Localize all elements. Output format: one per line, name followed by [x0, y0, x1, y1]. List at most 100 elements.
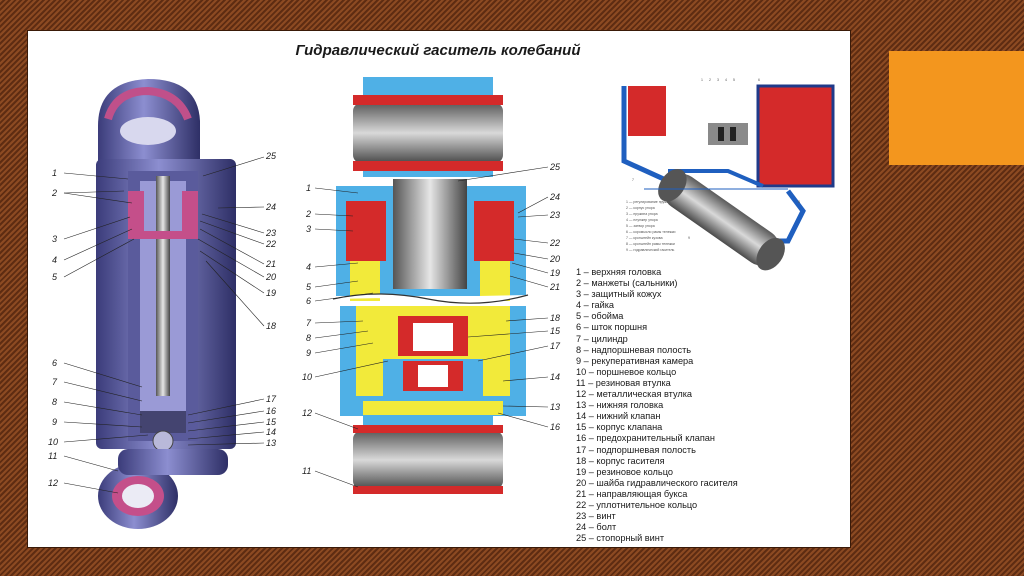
callout-center-8: 8 [306, 333, 311, 343]
legend-item: 15 – корпус клапана [576, 422, 663, 433]
legend-item: 3 – защитный кожух [576, 289, 662, 300]
legend-item: 10 – поршневое кольцо [576, 366, 677, 377]
inset-legend-1: 1 — регулирование пружин [626, 200, 671, 204]
inset-callout-8: 8 [798, 200, 800, 204]
legend-item: 24 – болт [576, 522, 617, 533]
callout-left-21: 21 [265, 259, 276, 269]
legend-item: 12 – металлическая втулка [576, 389, 693, 400]
legend-item: 7 – цилиндр [576, 333, 628, 344]
parts-legend: 1 – верхняя головка 2 – манжеты (сальник… [576, 267, 738, 544]
orange-accent-block [889, 51, 1024, 165]
left-callout-numbers: 1 2 3 4 5 6 7 8 9 10 11 12 25 24 23 22 2… [48, 151, 277, 488]
inset-callout-7: 7 [632, 178, 634, 182]
legend-item: 16 – предохранительный клапан [576, 433, 715, 444]
callout-left-18: 18 [266, 321, 276, 331]
callout-left-15: 15 [266, 417, 277, 427]
callout-center-4: 4 [306, 262, 311, 272]
callout-center-10: 10 [302, 372, 312, 382]
callout-center-16: 16 [550, 422, 560, 432]
callout-left-23: 23 [265, 228, 276, 238]
callout-center-2: 2 [305, 209, 311, 219]
callout-left-25: 25 [265, 151, 277, 161]
legend-item: 5 – обойма [576, 311, 624, 322]
legend-item: 25 – стопорный винт [576, 533, 665, 544]
inset-legend-2: 2 — корпус упора [626, 206, 655, 210]
callout-center-23: 23 [549, 210, 560, 220]
callout-left-9: 9 [52, 417, 57, 427]
legend-item: 2 – манжеты (сальники) [576, 278, 678, 289]
left-cutaway-damper [96, 79, 236, 529]
legend-item: 13 – нижняя головка [576, 400, 664, 411]
callout-center-19: 19 [550, 268, 560, 278]
callout-left-17: 17 [266, 394, 277, 404]
legend-item: 11 – резиновая втулка [576, 377, 671, 388]
callout-left-4: 4 [52, 255, 57, 265]
inset-legend-3: 3 — пружина упора [626, 212, 658, 216]
callout-center-12: 12 [302, 408, 312, 418]
callout-center-13: 13 [550, 402, 560, 412]
legend-item: 21 – направляющая букса [576, 488, 688, 499]
callout-left-13: 13 [266, 438, 276, 448]
callout-left-5: 5 [52, 272, 58, 282]
legend-item: 1 – верхняя головка [576, 267, 662, 277]
slide-panel: Гидравлический гаситель колебаний [27, 30, 851, 548]
legend-item: 22 – уплотнительное кольцо [576, 499, 698, 510]
callout-left-20: 20 [265, 272, 276, 282]
inset-legend-6: 6 — коромысло рамы тележки [626, 230, 675, 234]
inset-callout-9: 9 [688, 236, 690, 240]
legend-item: 6 – шток поршня [576, 322, 648, 333]
callout-center-15: 15 [550, 326, 561, 336]
inset-legend-5: 5 — затвор упора [626, 224, 655, 228]
callout-left-2: 2 [51, 188, 57, 198]
inset-legend-7: 7 — кронштейн кузова [626, 236, 663, 240]
left-callout-lines [63, 156, 265, 494]
callout-left-24: 24 [265, 202, 276, 212]
inset-callout-numbers: 1 2 3 4 5 6 7 8 9 [632, 78, 800, 240]
callout-center-21: 21 [549, 282, 560, 292]
callout-center-24: 24 [549, 192, 560, 202]
inset-legend-8: 8 — кронштейн рамы тележки [626, 242, 675, 246]
inset-callout-1: 1 [701, 78, 703, 82]
callout-center-3: 3 [306, 224, 311, 234]
legend-item: 4 – гайка [576, 300, 615, 311]
callout-left-1: 1 [52, 168, 57, 178]
inset-callout-6: 6 [758, 78, 760, 82]
legend-item: 19 – резиновое кольцо [576, 466, 673, 477]
callout-left-8: 8 [52, 397, 57, 407]
callout-center-18: 18 [550, 313, 560, 323]
inset-legend-4: 4 — плунжер упора [626, 218, 658, 222]
callout-left-12: 12 [48, 478, 58, 488]
center-callout-lines [314, 166, 549, 488]
callout-center-7: 7 [306, 318, 312, 328]
callout-left-14: 14 [266, 427, 276, 437]
inset-callout-5: 5 [733, 78, 735, 82]
diagram-title: Гидравлический гаситель колебаний [295, 42, 581, 59]
inset-callout-4: 4 [725, 78, 727, 82]
callout-center-11: 11 [302, 466, 311, 476]
callout-left-16: 16 [266, 406, 276, 416]
inset-legend: 1 — регулирование пружин 2 — корпус упор… [626, 200, 675, 252]
legend-item: 14 – нижний клапан [576, 411, 661, 422]
callout-center-1: 1 [306, 183, 311, 193]
callout-left-3: 3 [52, 234, 57, 244]
legend-item: 20 – шайба гидравлического гасителя [576, 477, 738, 488]
callout-left-22: 22 [265, 239, 276, 249]
callout-left-6: 6 [52, 358, 57, 368]
callout-left-19: 19 [266, 288, 276, 298]
legend-item: 17 – подпоршневая полость [576, 444, 696, 455]
callout-center-6: 6 [306, 296, 311, 306]
callout-center-25: 25 [549, 162, 561, 172]
center-callout-numbers: 1 2 3 4 5 6 7 8 9 10 12 11 25 24 23 22 2… [302, 162, 561, 476]
callout-center-22: 22 [549, 238, 560, 248]
legend-item: 23 – винт [576, 511, 616, 522]
legend-item: 8 – надпоршневая полость [576, 344, 692, 355]
inset-callout-2: 2 [709, 78, 711, 82]
callout-center-5: 5 [306, 282, 312, 292]
callout-left-7: 7 [52, 377, 58, 387]
center-section-diagram [332, 77, 529, 494]
legend-item: 9 – рекуперативная камера [576, 355, 694, 366]
inset-callout-3: 3 [717, 78, 719, 82]
callout-center-9: 9 [306, 348, 311, 358]
callout-center-17: 17 [550, 341, 561, 351]
callout-left-11: 11 [48, 451, 57, 461]
